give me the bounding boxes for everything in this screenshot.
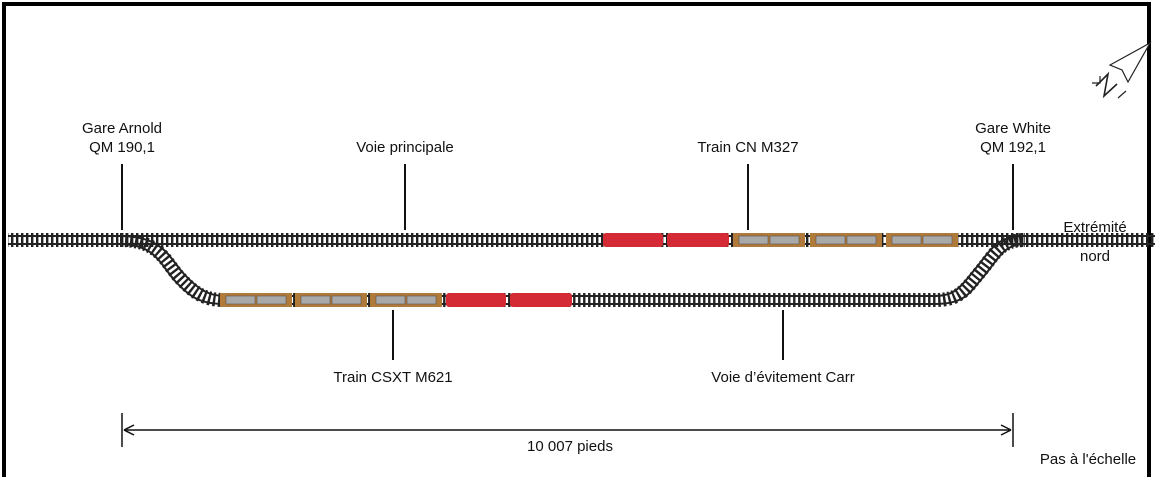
railcar (220, 293, 292, 307)
locomotive (510, 293, 572, 307)
north-arrow-icon (1092, 41, 1152, 99)
railcar (370, 293, 442, 307)
locomotive (446, 293, 506, 307)
not-to-scale-label: Pas à l'échelle (1039, 451, 1137, 468)
distance-label: 10 007 pieds (527, 438, 613, 455)
locomotive (603, 233, 663, 247)
train-csxt-label: Train CSXT M621 (333, 369, 453, 386)
railcar (295, 293, 367, 307)
railcar (733, 233, 805, 247)
locomotive (667, 233, 729, 247)
station-white-label: Gare White QM 192,1 (975, 120, 1051, 156)
station-arnold-label: Gare Arnold QM 190,1 (81, 120, 163, 156)
siding-label: Voie d’évitement Carr (711, 369, 855, 386)
railcar (886, 233, 958, 247)
train-cn-m327 (603, 233, 958, 247)
leader-lines (121, 164, 1014, 360)
distance-dimension (121, 413, 1014, 447)
north-end-label: Extrémité nord (1063, 219, 1127, 265)
main-track-label: Voie principale (356, 139, 454, 156)
main-track (8, 233, 1155, 247)
train-cn-label: Train CN M327 (697, 139, 799, 156)
railcar (810, 233, 882, 247)
train-csxt-m621 (220, 293, 572, 307)
